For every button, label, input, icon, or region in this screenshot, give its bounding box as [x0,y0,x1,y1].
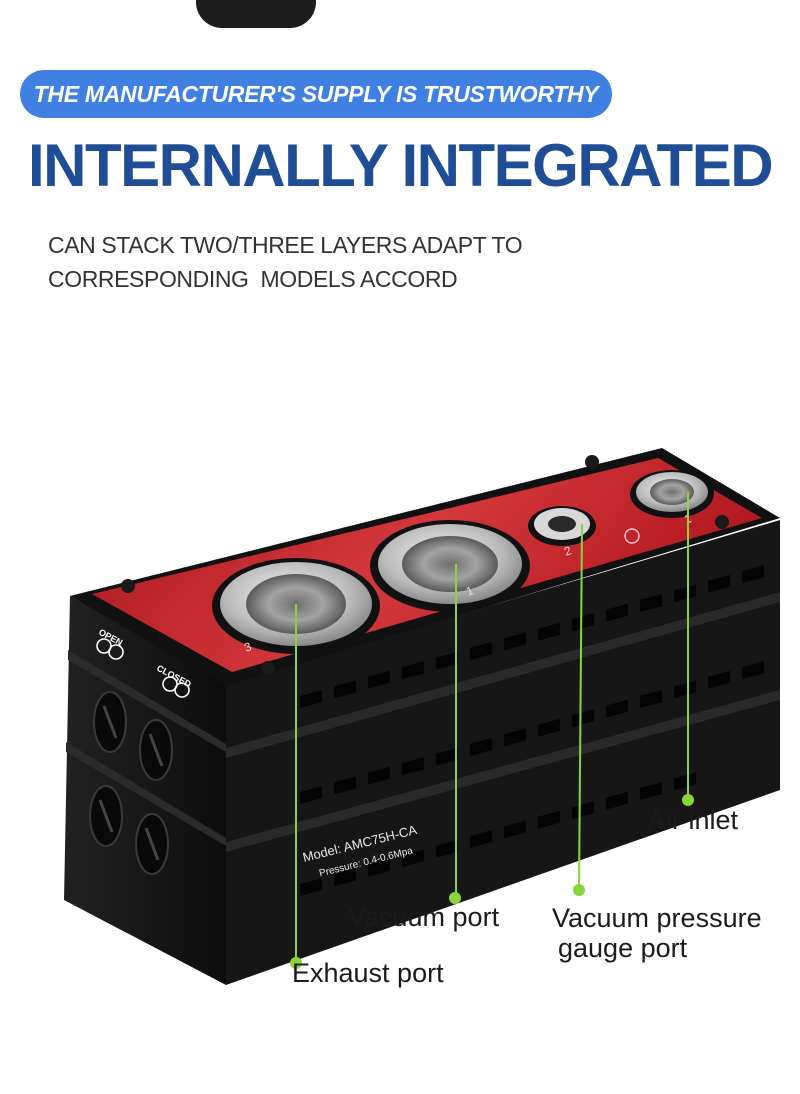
vent-slot [572,613,594,632]
vent-slot [538,718,560,737]
port-number-gauge: 2 [562,543,573,559]
vent-slot [334,868,356,887]
vent-slot [742,565,764,584]
vacuum-leader-dot [449,892,461,904]
page-title: INTERNALLY INTEGRATED [27,132,774,199]
vent-slot [538,622,560,641]
vent-slots [300,565,764,896]
subtitle-line-2: CORRESPONDING MODELS ACCORD [48,266,458,292]
subtitle: CAN STACK TWO/THREE LAYERS ADAPT TO CORR… [48,228,668,296]
vent-slot [708,574,730,593]
gauge-port-fitting [528,506,596,546]
vent-slot [334,776,356,795]
vent-slot [504,632,526,651]
vent-slot [572,801,594,820]
exhaust-leader-dot [290,957,302,969]
vent-slot [402,757,424,776]
vent-slot [436,839,458,858]
callout-vacuum-port: Vacuum port [348,902,500,932]
vent-slot [572,709,594,728]
inlet-leader-dot [682,794,694,806]
vent-slot [742,661,764,680]
vent-slot [436,747,458,766]
air-inlet-fitting [630,470,714,518]
callout-vacuum-gauge-line-1: Vacuum pressure [552,903,762,933]
vent-slot [368,766,390,785]
vent-slot [674,772,696,791]
previous-product-edge [196,0,316,28]
vent-slot [300,878,322,896]
vent-slot [368,858,390,877]
vent-slot [300,786,322,804]
front-body [226,520,780,985]
vent-slot [402,849,424,868]
vent-slot [640,782,662,800]
vent-slot [674,584,696,603]
vent-slot [538,810,560,829]
callout-air-inlet: Air inlet [648,805,739,835]
mode-icons [96,638,190,698]
vent-slot [436,651,458,670]
subtitle-line-1: CAN STACK TWO/THREE LAYERS ADAPT TO [48,232,523,258]
vent-slot [470,830,492,848]
vent-slot [504,820,526,839]
vent-slot [674,680,696,699]
trust-banner: THE MANUFACTURER'S SUPPLY IS TRUSTWORTHY [20,70,612,118]
vent-slot [504,728,526,747]
port-number-vacuum: 1 [464,583,475,599]
callout-vacuum-gauge-line-2: gauge port [558,933,688,963]
port-number-exhaust: 3 [242,639,253,655]
vent-slot [606,603,628,622]
vent-slot [606,699,628,718]
port-marker-icon [624,528,640,544]
vent-slot [334,680,356,699]
vent-slot [606,791,628,810]
vent-slot [470,738,492,756]
vent-slot [708,670,730,689]
vent-slot [300,690,322,708]
knobs [89,691,173,875]
vent-slot [470,642,492,660]
vacuum-port-fitting [370,520,530,612]
vacuum-generator-illustration: 3 1 2 1 OPEN CLOSED Model: AMC75H-CA Pre… [64,448,780,985]
vent-slot [640,594,662,612]
vent-slot [402,661,424,680]
vent-slot [368,670,390,689]
plate-screws [121,455,729,675]
gauge-leader-dot [573,884,585,896]
vent-slot [640,690,662,708]
callout-exhaust-port: Exhaust port [292,958,444,988]
leader-lines [290,492,694,969]
